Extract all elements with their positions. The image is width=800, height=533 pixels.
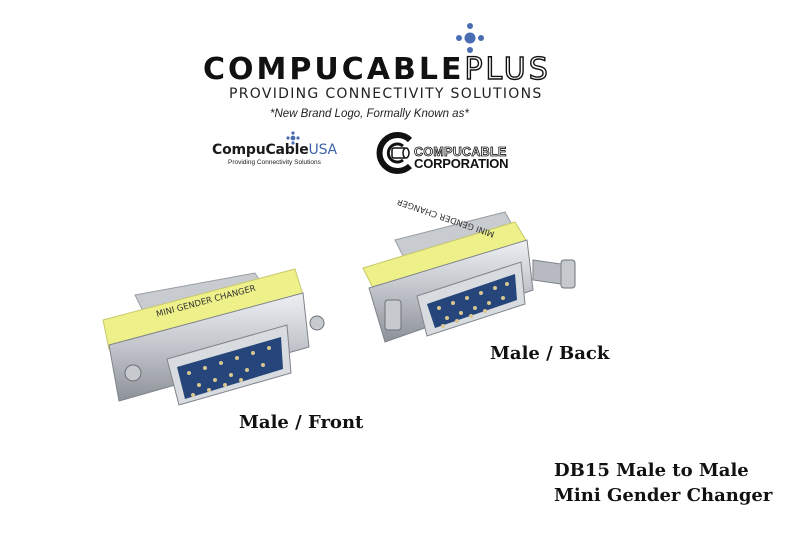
brand-main-text: COMPUCABLE [203, 52, 465, 87]
compucable-corp-logo: COMPUCABLE CORPORATION [414, 145, 509, 171]
compucable-corp-c-icon [376, 132, 413, 174]
corp-logo-line2: CORPORATION [414, 156, 509, 171]
usa-logo-dots-icon [286, 131, 300, 145]
label-male-front: Male / Front [239, 412, 364, 433]
product-image-male-front: MINI GENDER CHANGER [102, 268, 325, 406]
label-male-back: Male / Back [490, 343, 610, 364]
brand-dots-icon [456, 23, 484, 53]
compucable-usa-logo: CompuCableUSA Providing Connectivity Sol… [212, 142, 337, 166]
corp-logo-line1: COMPUCABLE [414, 145, 507, 159]
brand-tagline: PROVIDING CONNECTIVITY SOLUTIONS [229, 86, 543, 102]
formerly-known-note: *New Brand Logo, Formally Known as* [270, 108, 469, 120]
product-title-line1: DB15 Male to Male [554, 460, 749, 481]
product-title: DB15 Male to Male Mini Gender Changer [554, 458, 772, 508]
usa-logo-name: CompuCable [212, 142, 309, 158]
product-image-male-back: MINI GENDER CHANGER [362, 200, 576, 343]
brand-plus-text: PLUS [464, 52, 551, 87]
product-title-line2: Mini Gender Changer [554, 485, 773, 506]
usa-logo-subtitle: Providing Connectivity Solutions [228, 159, 321, 166]
usa-logo-suffix: USA [308, 142, 338, 158]
brand-logo: COMPUCABLEPLUS [203, 52, 551, 87]
